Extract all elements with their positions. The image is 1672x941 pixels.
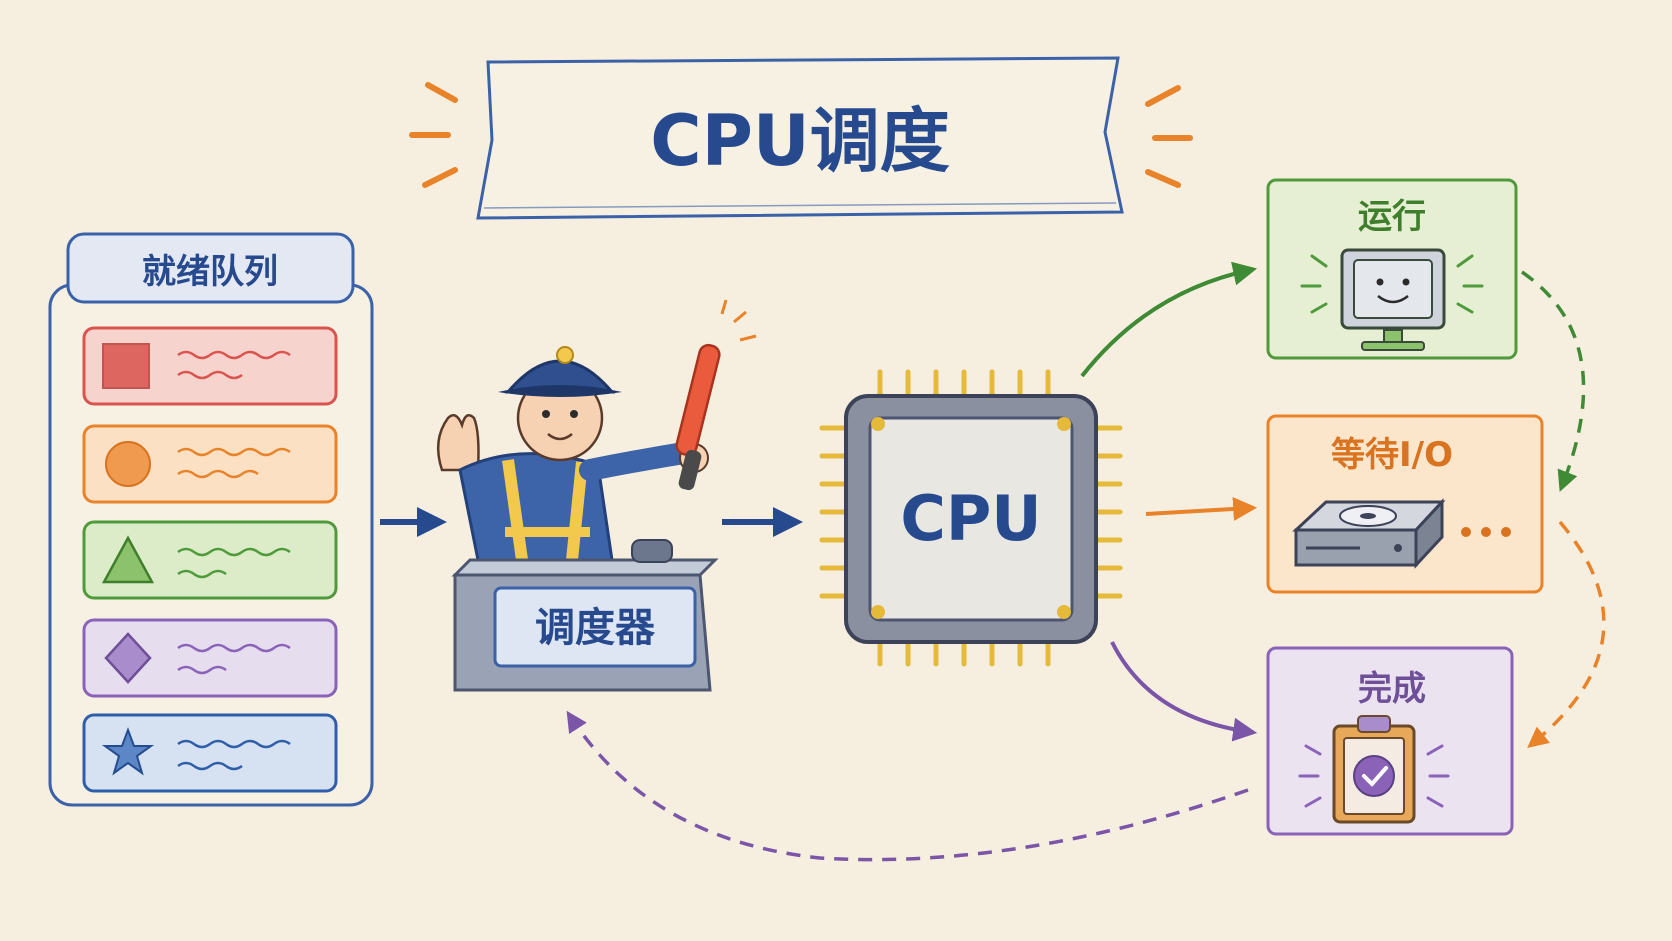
arrow-cpu-to-waiting: [1145, 496, 1258, 521]
queue-item-star: [82, 713, 338, 793]
scheduler: 调度器: [436, 299, 757, 692]
ready-queue-label: 就绪队列: [142, 252, 278, 292]
queue-item-diamond: [82, 618, 338, 698]
state-done: 完成: [1266, 646, 1514, 836]
diamond-icon: [104, 632, 152, 684]
title-sparkle-left-icon: [409, 82, 458, 188]
arrow-running-to-waiting: [1521, 270, 1586, 492]
arrow-waiting-to-done: [1527, 520, 1606, 748]
clipboard-check-icon: [1298, 715, 1450, 824]
disk-drive-icon: [1292, 498, 1446, 569]
baton-icon: [675, 299, 757, 491]
state-done-label: 完成: [1358, 669, 1426, 709]
title-sparkle-right-icon: [1145, 85, 1193, 188]
monitor-smiley-icon: [1300, 248, 1484, 351]
star-icon: [101, 727, 155, 776]
state-running-label: 运行: [1358, 197, 1426, 237]
triangle-icon: [101, 535, 155, 584]
cpu-pins: [819, 369, 1123, 667]
state-running: 运行: [1266, 178, 1518, 360]
state-waiting-io: 等待I/O: [1266, 414, 1544, 594]
queue-item-triangle: [82, 520, 338, 600]
queue-item-square: [82, 326, 338, 406]
cpu-label: CPU: [900, 482, 1041, 555]
square-icon: [102, 343, 150, 389]
traffic-officer-icon: [436, 299, 757, 562]
scheduler-label: 调度器: [535, 605, 656, 651]
ellipsis-icon: [1461, 527, 1511, 537]
ready-queue: 就绪队列: [48, 232, 374, 807]
circle-icon: [105, 441, 151, 487]
queue-item-circle: [82, 424, 338, 504]
arrow-cpu-to-done: [1110, 641, 1258, 742]
arrow-cpu-to-running: [1080, 261, 1258, 378]
title-banner: CPU调度: [476, 56, 1124, 220]
state-waiting-label: 等待I/O: [1331, 435, 1453, 475]
arrow-done-to-scheduler: [566, 710, 1249, 862]
page-title: CPU调度: [650, 100, 950, 182]
cpu-chip: CPU: [819, 369, 1123, 667]
